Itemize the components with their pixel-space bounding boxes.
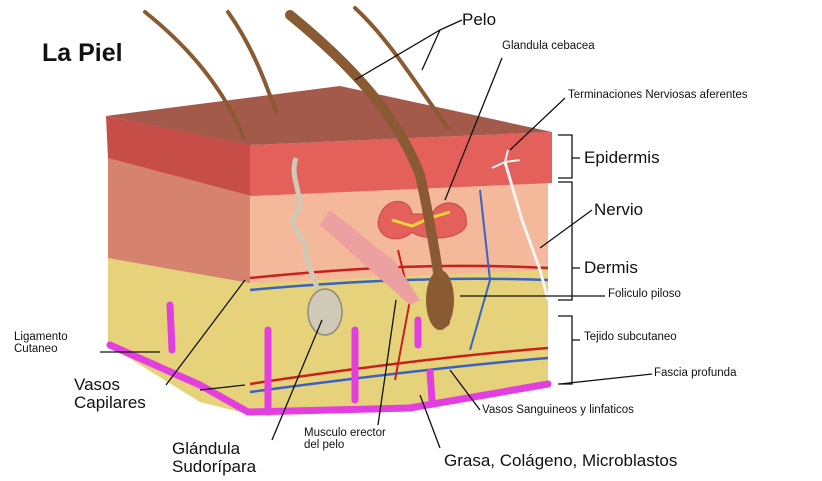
label-line: del pelo xyxy=(304,439,386,451)
bracket-subcutaneo xyxy=(558,316,580,384)
label-dermis: Dermis xyxy=(584,259,638,277)
label-line: Capilares xyxy=(74,394,146,412)
label-line: Glándula xyxy=(172,440,256,458)
label-line: Sudorípara xyxy=(172,458,256,476)
label-pelo: Pelo xyxy=(462,11,496,29)
label-foliculo-piloso: Foliculo piloso xyxy=(608,288,681,300)
label-grasa-colageno: Grasa, Colágeno, Microblastos xyxy=(444,452,677,470)
hair-strand xyxy=(228,12,276,112)
hair-follicle xyxy=(426,270,454,330)
label-terminaciones-nerviosas: Terminaciones Nerviosas aferentes xyxy=(568,89,748,101)
label-ligamento-cutaneo: Ligamento Cutaneo xyxy=(14,331,68,355)
bracket-epidermis xyxy=(558,135,580,178)
label-line: Cutaneo xyxy=(14,343,68,355)
label-musculo-erector: Musculo erector del pelo xyxy=(304,427,386,451)
sweat-gland-coil xyxy=(308,289,342,335)
label-glandula-sudoripara: Glándula Sudorípara xyxy=(172,440,256,476)
diagram-title: La Piel xyxy=(42,40,123,66)
label-epidermis: Epidermis xyxy=(584,149,660,167)
label-vasos-sanguineos: Vasos Sanguineos y linfaticos xyxy=(482,404,634,416)
label-line: Vasos xyxy=(74,376,146,394)
bracket-dermis xyxy=(558,182,580,300)
label-tejido-subcutaneo: Tejido subcutaneo xyxy=(584,331,677,343)
label-line: Musculo erector xyxy=(304,427,386,439)
label-nervio: Nervio xyxy=(594,201,643,219)
label-fascia-profunda: Fascia profunda xyxy=(654,367,736,379)
leader-fascia xyxy=(560,374,652,384)
label-vasos-capilares: Vasos Capilares xyxy=(74,376,146,412)
label-glandula-cebacea: Glandula cebacea xyxy=(502,40,595,52)
label-line: Ligamento xyxy=(14,331,68,343)
ligament-strand xyxy=(430,372,432,400)
ligament-strand xyxy=(170,305,172,350)
